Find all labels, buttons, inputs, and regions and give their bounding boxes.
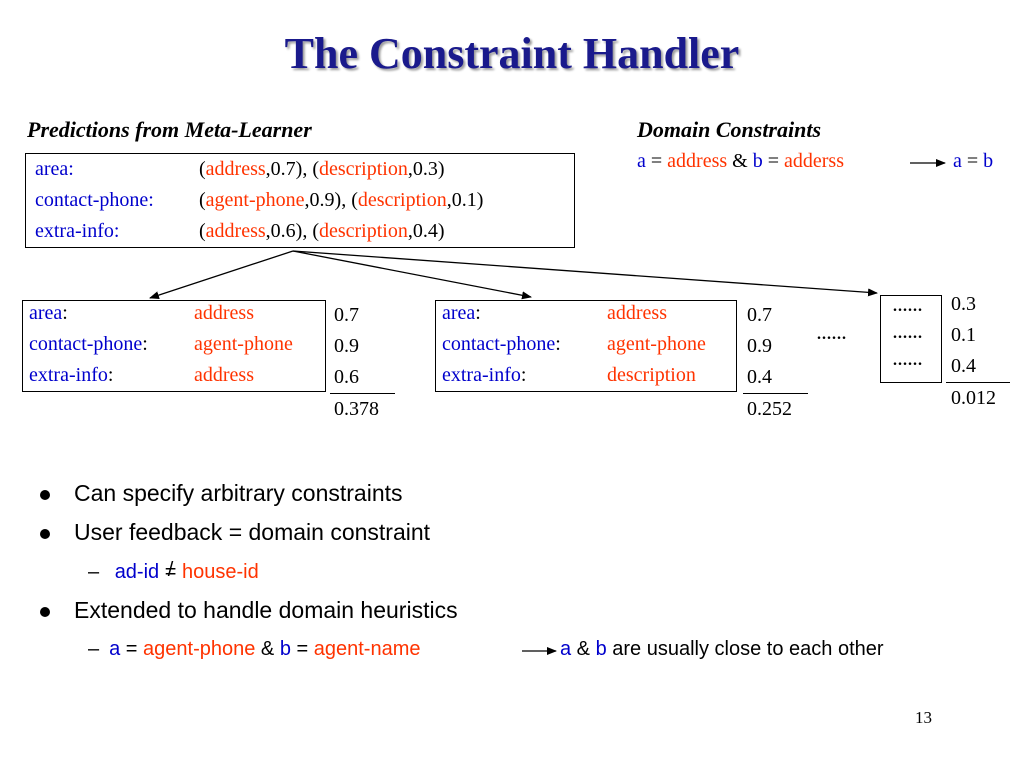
candidate-2-score: 0.7 [747, 304, 772, 326]
candidate-3-product: 0.012 [951, 387, 996, 409]
candidate-1-score: 0.9 [334, 335, 359, 357]
prediction-row-contact-phone: contact-phone: [35, 189, 154, 211]
prediction-values-area: (address,0.7), (description,0.3) [199, 158, 445, 180]
candidate-1-label-contact-phone: agent-phone [194, 333, 293, 355]
candidate-1-attr-area: area: [29, 302, 68, 324]
candidate-box-1: area: address contact-phone: agent-phone… [22, 300, 326, 392]
candidate-2-label-extra-info: description [607, 364, 696, 386]
candidate-3-product-rule [946, 382, 1010, 383]
candidate-2-attr-extra-info: extra-info: [442, 364, 527, 386]
candidate-2-attr-area: area: [442, 302, 481, 324]
bullet-dot [40, 490, 50, 500]
candidate-2-label-contact-phone: agent-phone [607, 333, 706, 355]
domain-constraints-header: Domain Constraints [637, 117, 822, 142]
candidate-3-score: 0.1 [951, 324, 976, 346]
candidate-box-3: ...... ...... ...... [880, 295, 942, 383]
prediction-values-contact-phone: (agent-phone,0.9), (description,0.1) [199, 189, 484, 211]
predictions-box: area: (address,0.7), (description,0.3) c… [25, 153, 575, 248]
prediction-row-area: area: [35, 158, 74, 180]
bullet-user-feedback: User feedback = domain constraint [74, 519, 431, 545]
candidate-3-score: 0.4 [951, 355, 976, 377]
candidate-2-product: 0.252 [747, 398, 792, 420]
dash: – [88, 561, 100, 583]
candidate-1-score: 0.7 [334, 304, 359, 326]
sub-bullet-heuristic-result: a & b are usually close to each other [560, 638, 884, 660]
candidate-1-score: 0.6 [334, 366, 359, 388]
candidate-1-attr-extra-info: extra-info: [29, 364, 114, 386]
bullet-arbitrary-constraints: Can specify arbitrary constraints [74, 480, 403, 506]
candidate-3-row: ...... [893, 352, 923, 369]
not-equal-sign: =/ [164, 559, 177, 583]
arrow-to-candidate-2 [292, 250, 532, 300]
candidate-2-label-area: address [607, 302, 667, 324]
domain-constraint-result: a = b [953, 150, 994, 172]
slide-title: The Constraint Handler [284, 29, 740, 78]
candidate-2-product-rule [743, 393, 808, 394]
candidate-2-score: 0.9 [747, 335, 772, 357]
page-number: 13 [915, 708, 932, 727]
sub-bullet-ad-id: – ad-id =/ house-id [88, 559, 259, 583]
arrow-to-candidate-1 [149, 250, 294, 299]
bullet-dot [40, 529, 50, 539]
candidate-3-row: ...... [893, 325, 923, 342]
candidate-box-2: area: address contact-phone: agent-phone… [435, 300, 737, 392]
arrow-to-candidate-3 [292, 250, 878, 297]
bullet-dot [40, 607, 50, 617]
domain-constraint-rule: a = address & b = adderss [637, 150, 844, 172]
candidate-3-row: ...... [893, 298, 923, 315]
predictions-header: Predictions from Meta-Learner [27, 117, 312, 142]
candidate-2-score: 0.4 [747, 366, 772, 388]
prediction-row-extra-info: extra-info: [35, 220, 120, 242]
candidate-1-label-area: address [194, 302, 254, 324]
candidate-3-score: 0.3 [951, 293, 976, 315]
sub-bullet-agent-phone: –a = agent-phone & b = agent-name [88, 638, 421, 660]
candidate-1-product-rule [330, 393, 395, 394]
candidate-1-product: 0.378 [334, 398, 379, 420]
candidate-2-attr-contact-phone: contact-phone: [442, 333, 561, 355]
candidate-1-label-extra-info: address [194, 364, 254, 386]
candidate-1-attr-contact-phone: contact-phone: [29, 333, 148, 355]
bullet-domain-heuristics: Extended to handle domain heuristics [74, 597, 458, 623]
ellipsis-more-candidates: ...... [817, 326, 847, 343]
prediction-values-extra-info: (address,0.6), (description,0.4) [199, 220, 445, 242]
